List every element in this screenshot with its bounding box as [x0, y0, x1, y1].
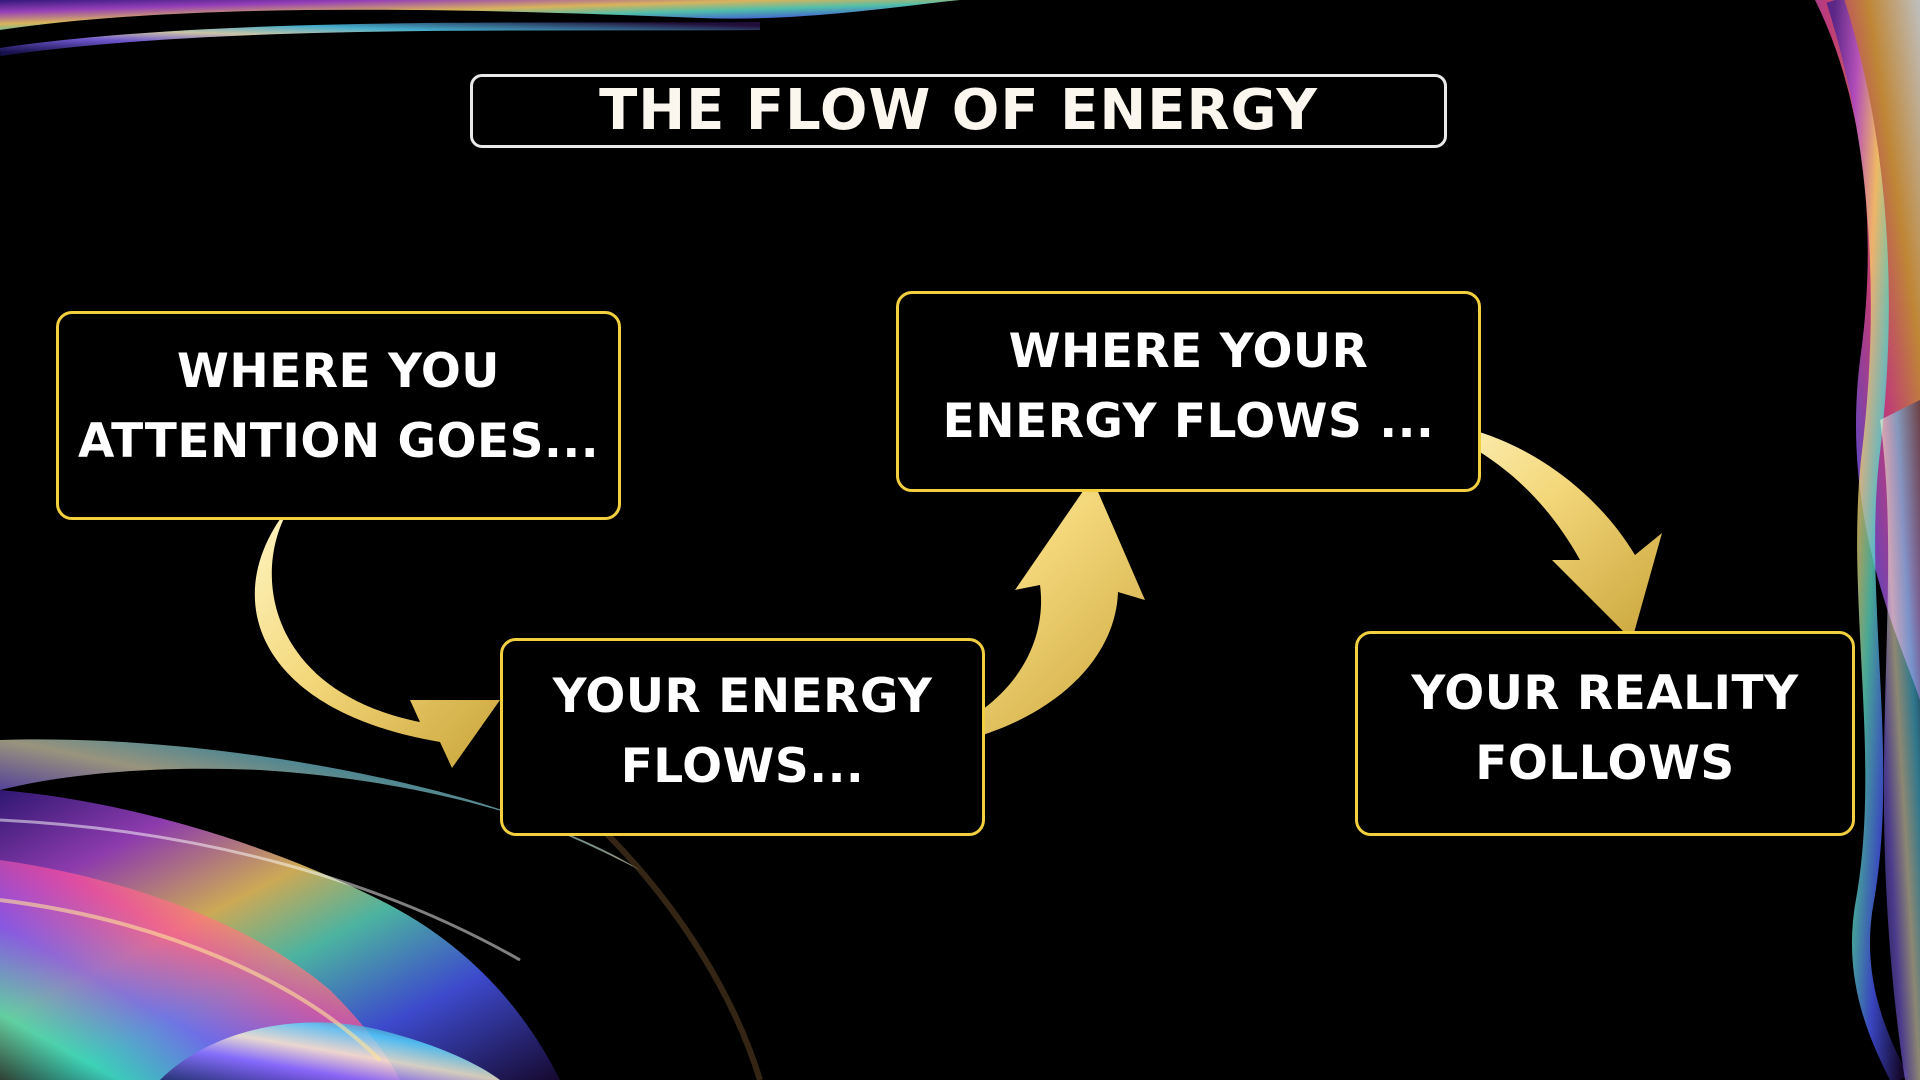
title-box: THE FLOW OF ENERGY	[470, 74, 1447, 148]
page-title: THE FLOW OF ENERGY	[599, 78, 1318, 143]
step-box-where-energy-flows: WHERE YOUR ENERGY FLOWS ...	[896, 291, 1481, 492]
step-label: YOUR ENERGY FLOWS...	[552, 669, 933, 794]
curved-arrow-icon	[254, 500, 500, 768]
step-box-reality-follows: YOUR REALITY FOLLOWS	[1355, 631, 1855, 836]
step-box-attention: WHERE YOU ATTENTION GOES...	[56, 311, 621, 520]
step-label: YOUR REALITY FOLLOWS	[1411, 665, 1799, 791]
step-label: WHERE YOUR ENERGY FLOWS ...	[942, 323, 1435, 449]
step-label: WHERE YOU ATTENTION GOES...	[77, 343, 600, 469]
curved-arrow-icon	[1408, 420, 1662, 640]
step-box-energy-flows: YOUR ENERGY FLOWS...	[500, 638, 985, 836]
curved-arrow-icon	[860, 478, 1145, 753]
